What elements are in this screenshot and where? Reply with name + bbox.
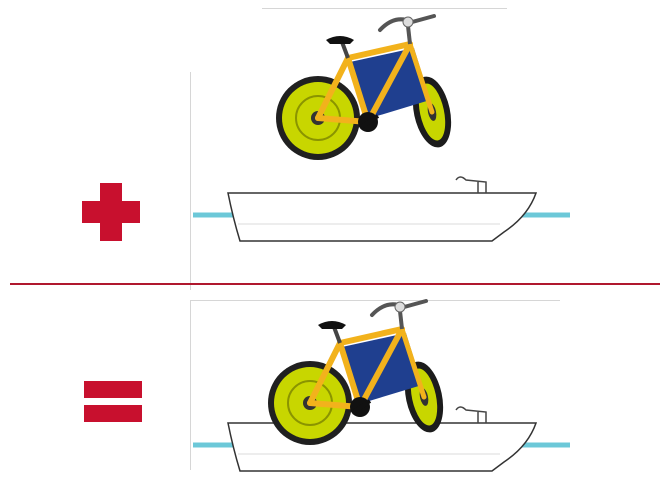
boat-hull-illustration [193, 177, 570, 241]
bicycle-illustration [276, 16, 457, 160]
water-bike-illustration [193, 301, 570, 471]
